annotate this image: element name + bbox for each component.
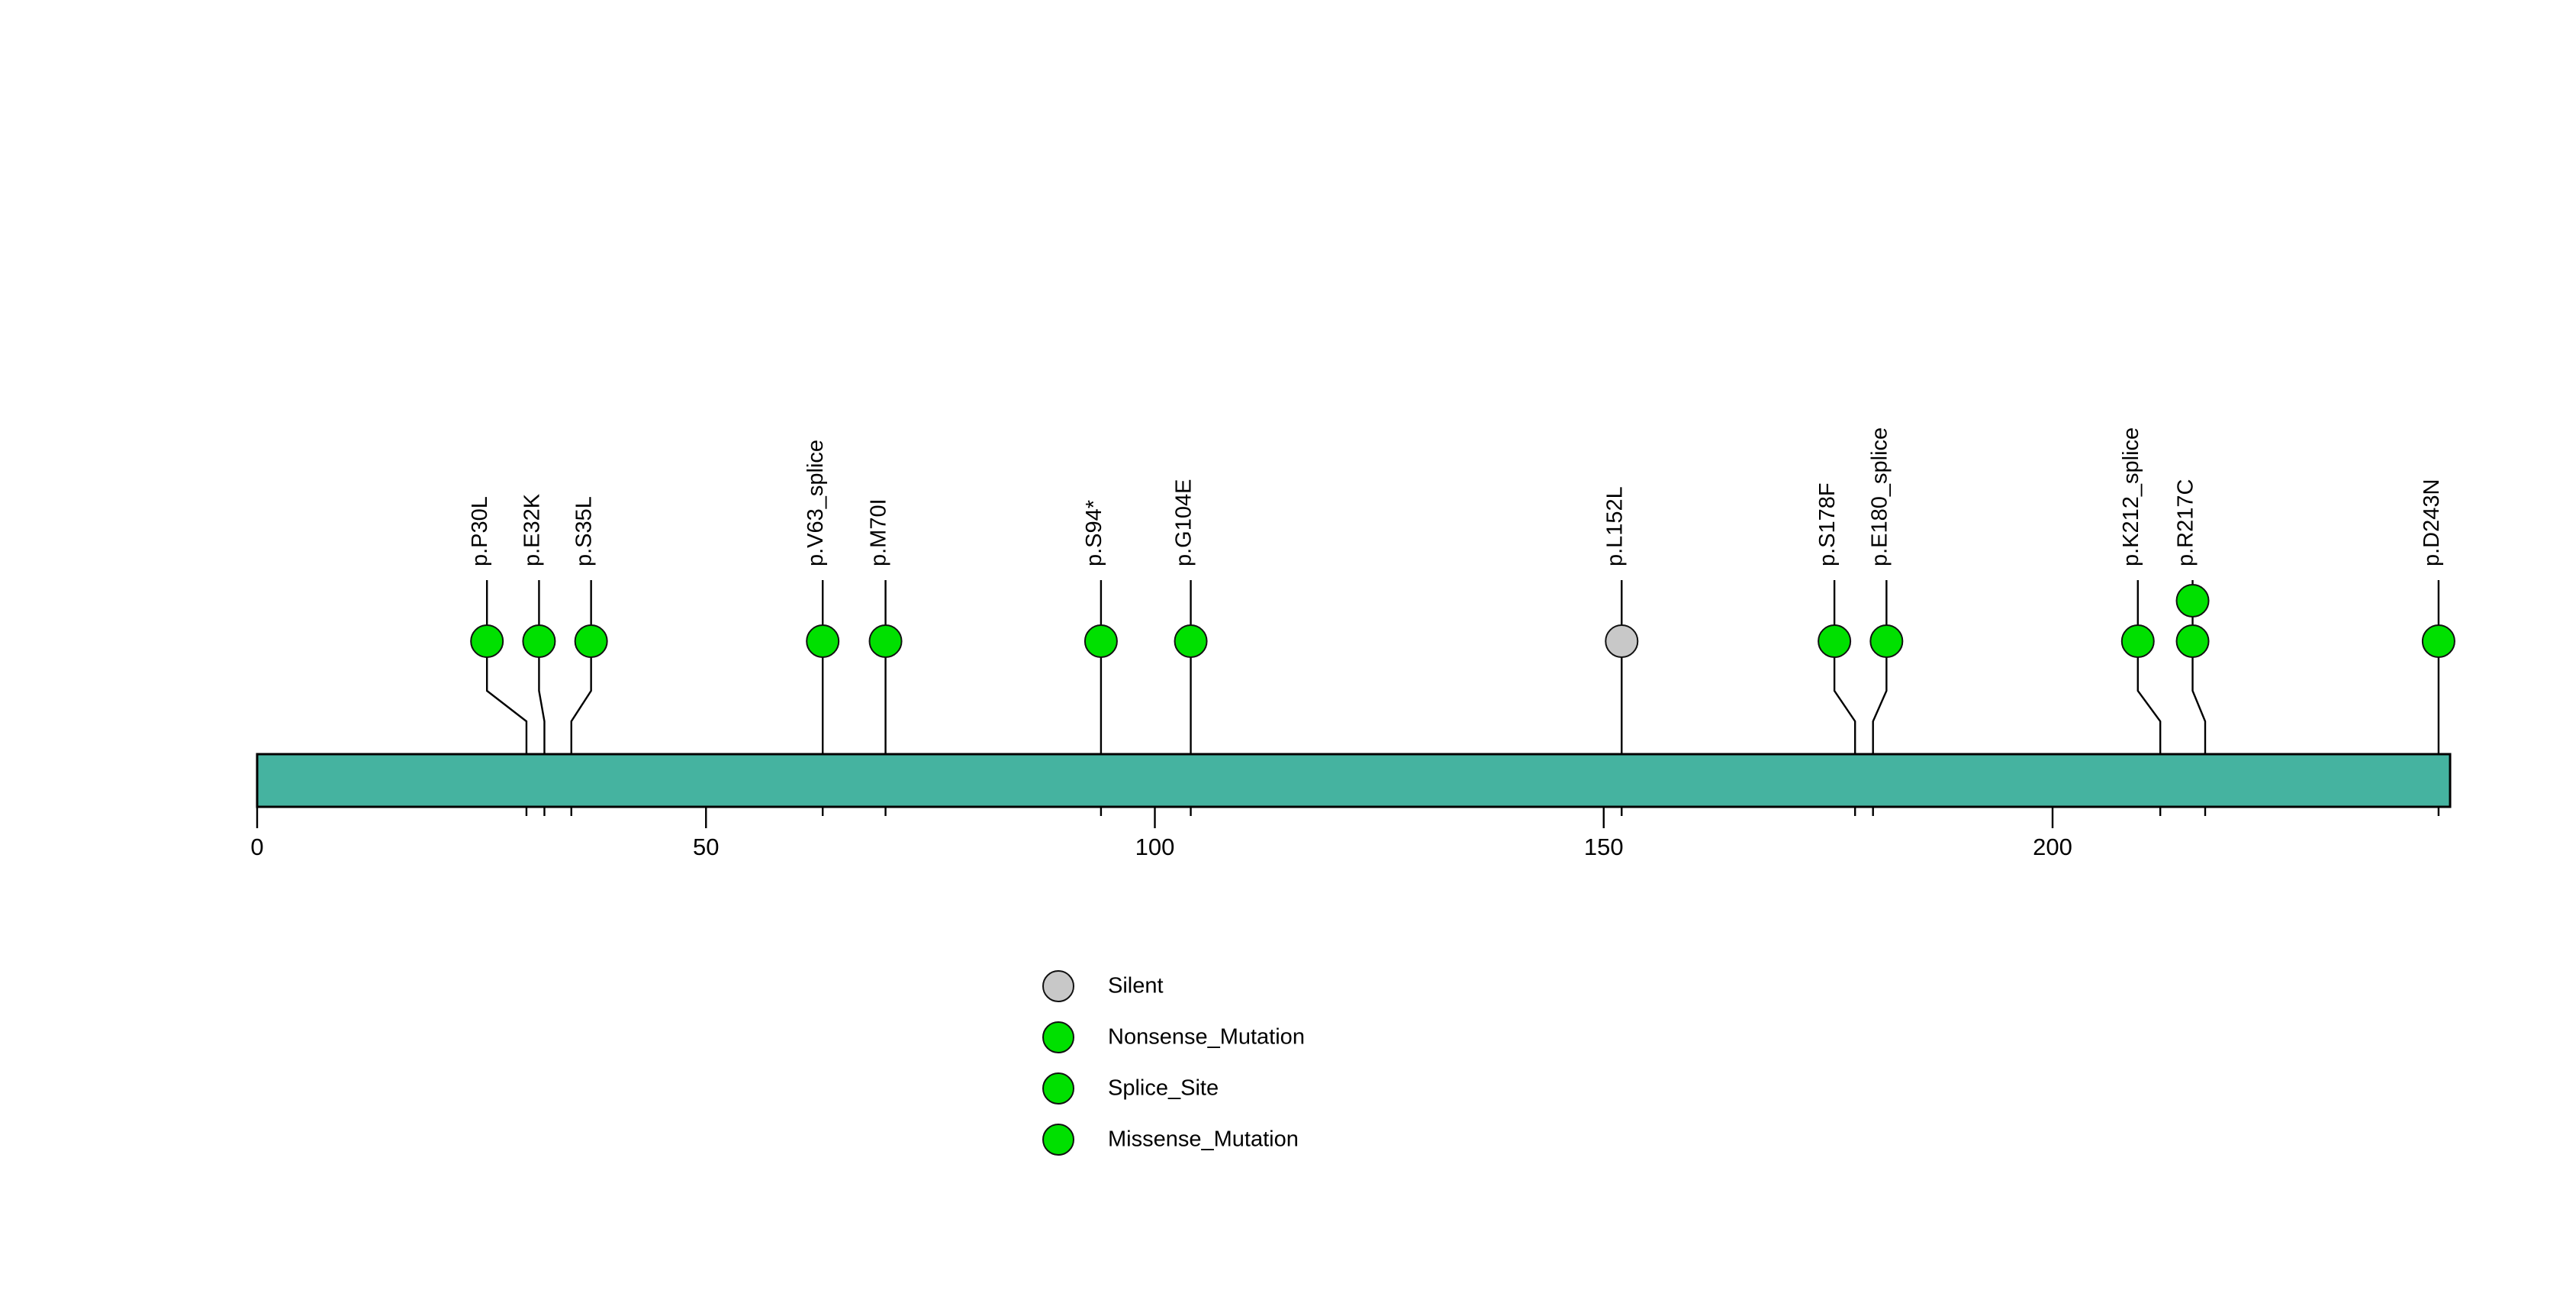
x-axis-group: 0 50 100 150 200	[250, 807, 2072, 860]
legend-group: SilentNonsense_MutationSplice_SiteMissen…	[1042, 970, 1305, 1156]
mutation-label: p.L152L	[1602, 486, 1627, 566]
mutation-label: p.S35L	[572, 496, 597, 566]
mutation-dot[interactable]	[2175, 584, 2210, 618]
mutation-labels-group: p.P30L p.E32K p.S35L p.V63_splice p.M70I p.S9…	[468, 427, 2444, 566]
mutation-label: p.P30L	[468, 496, 492, 566]
legend-label: Splice_Site	[1108, 1076, 1219, 1101]
mutation-dot[interactable]	[2120, 624, 2155, 658]
mutation-dot[interactable]	[1605, 624, 1639, 658]
legend-swatch[interactable]	[1042, 1021, 1074, 1053]
axis-tick-label: 0	[250, 834, 263, 860]
axis-tick-label: 100	[1135, 834, 1175, 860]
mutation-label: p.E32K	[520, 493, 544, 566]
legend-swatch[interactable]	[1042, 970, 1074, 1002]
mutation-label: p.G104E	[1172, 479, 1196, 566]
mutation-label: p.R217C	[2174, 479, 2198, 566]
mutation-dot[interactable]	[522, 624, 556, 658]
mutation-dot[interactable]	[1869, 624, 1904, 658]
axis-tick-label: 150	[1584, 834, 1624, 860]
mutation-label: p.S178F	[1815, 482, 1840, 566]
mutation-dot[interactable]	[574, 624, 608, 658]
legend-label: Nonsense_Mutation	[1108, 1025, 1305, 1050]
legend-label: Silent	[1108, 974, 1164, 998]
mutation-dot[interactable]	[1084, 624, 1118, 658]
axis-tick-label: 200	[2033, 834, 2072, 860]
axis-tick-label: 50	[693, 834, 719, 860]
lollipop-dots-group	[470, 584, 2455, 658]
mutation-dot[interactable]	[1174, 624, 1208, 658]
protein-length-bar	[256, 753, 2452, 808]
mutation-label: p.E180_splice	[1867, 427, 1892, 566]
mutation-dot[interactable]	[868, 624, 903, 658]
mutation-dot[interactable]	[1818, 624, 1852, 658]
mutation-label: p.S94*	[1082, 500, 1106, 566]
protein-domain-bar-group	[256, 753, 2452, 808]
legend-swatch[interactable]	[1042, 1124, 1074, 1156]
mutation-label: p.M70I	[867, 498, 891, 566]
mutation-dot[interactable]	[806, 624, 840, 658]
mutation-dot[interactable]	[2175, 624, 2210, 658]
legend-swatch[interactable]	[1042, 1072, 1074, 1105]
legend-label: Missense_Mutation	[1108, 1127, 1299, 1152]
mutation-label: p.D243N	[2420, 479, 2444, 566]
mutation-label: p.K212_splice	[2119, 427, 2143, 566]
mutation-dot[interactable]	[470, 624, 504, 658]
mutation-label: p.V63_splice	[803, 440, 828, 566]
mutation-dot[interactable]	[2421, 624, 2455, 658]
